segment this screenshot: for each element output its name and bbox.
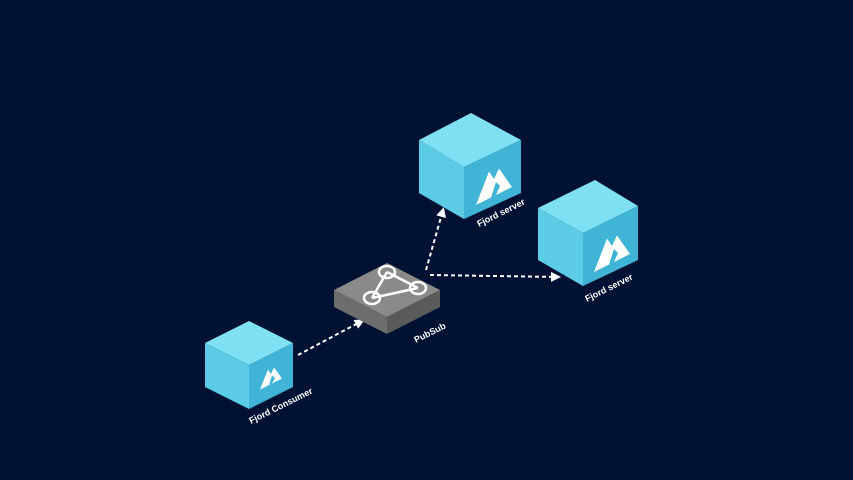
fjord-consumer-node: Fjord Consumer [205,321,315,426]
edge-pubsub-to-server-2 [429,271,561,282]
fjord-server-2-node: Fjord server [538,180,638,304]
mountain-logo-icon [476,168,512,205]
edge-consumer-to-pubsub [297,319,365,356]
pubsub-node: PubSub [334,263,448,345]
mountain-logo-icon [594,235,630,272]
pubsub-right [387,290,440,334]
mountain-logo-icon [260,367,282,390]
edges [297,207,561,356]
edge-pubsub-to-server-1 [425,207,446,271]
server-2-cube-top [538,180,638,233]
pubsub-label: PubSub [412,320,447,344]
server-2-cube-left [538,208,583,286]
share-network-icon [362,264,428,306]
server-1-cube-left [419,140,464,219]
server-1-cube-top [419,113,521,167]
fjord-server-1-node: Fjord server [419,113,527,229]
consumer-cube-left [205,343,249,409]
pubsub-left [334,290,387,334]
